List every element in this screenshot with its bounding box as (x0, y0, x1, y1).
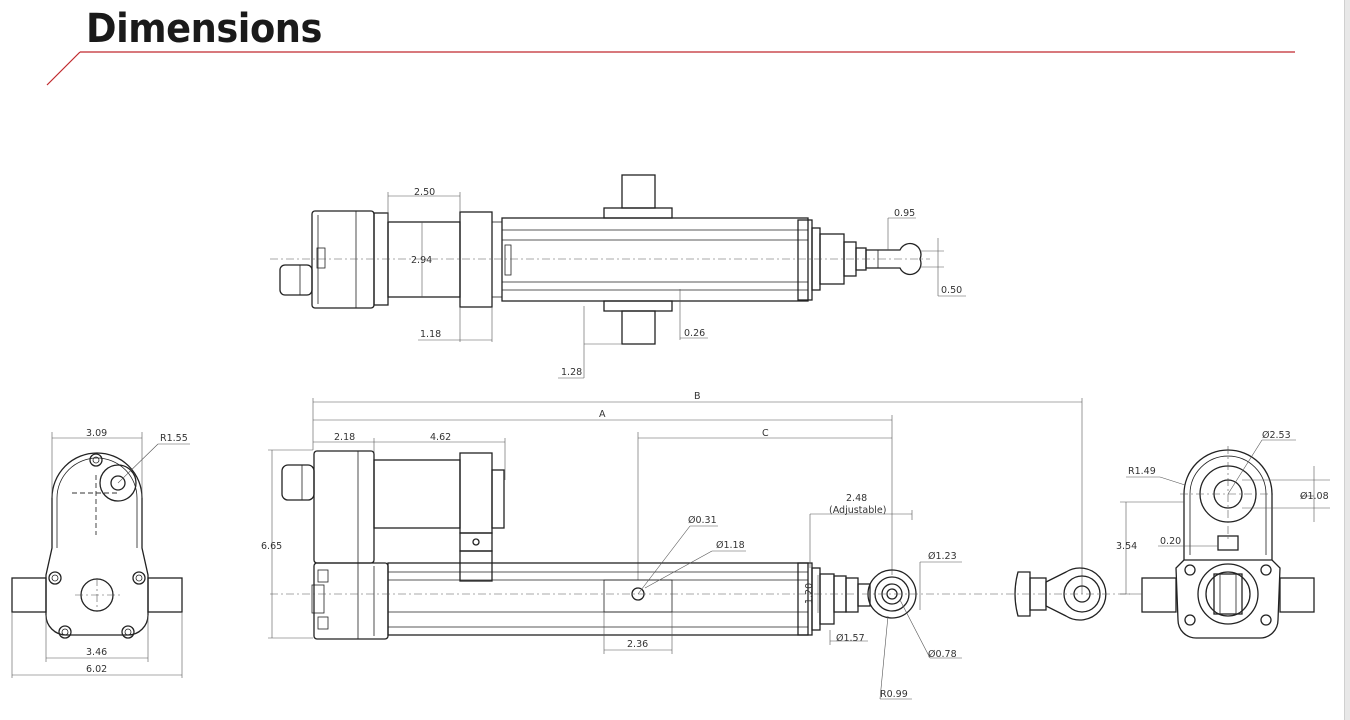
dim-3-46: 3.46 (86, 647, 107, 658)
dim-a: A (599, 409, 606, 420)
dim-phi-1-23: Ø1.23 (928, 551, 957, 562)
dim-2-18: 2.18 (334, 432, 355, 443)
dim-phi-0-78: Ø0.78 (928, 649, 957, 660)
dim-2-48: 2.48 (846, 493, 867, 504)
dim-1-20: 1.20 (804, 583, 815, 604)
side-view: B A C 2.18 4.62 6.65 Ø0.31 Ø1.18 2.48 (A… (261, 391, 1130, 700)
dim-adjustable: (Adjustable) (829, 505, 886, 516)
dim-0-95: 0.95 (894, 208, 915, 219)
dim-0-20: 0.20 (1160, 536, 1181, 547)
end-view-left: 3.09 R1.55 3.46 6.02 (11, 428, 190, 678)
header-rule (46, 51, 1295, 86)
dim-phi-0-31: Ø0.31 (688, 515, 717, 526)
dim-2-36: 2.36 (627, 639, 648, 650)
page-title: Dimensions (86, 6, 322, 52)
dim-0-26: 0.26 (684, 328, 705, 339)
dim-3-09: 3.09 (86, 428, 107, 439)
top-view: 2.50 2.94 1.18 1.28 0.26 0.95 0.50 (270, 174, 966, 379)
dim-r1-49: R1.49 (1128, 466, 1156, 477)
dim-2-94: 2.94 (411, 255, 432, 266)
dim-2-50: 2.50 (414, 187, 435, 198)
dim-1-28: 1.28 (561, 367, 582, 378)
dim-r0-99: R0.99 (880, 689, 908, 700)
dim-phi-2-53: Ø2.53 (1262, 430, 1291, 441)
dim-phi-1-57: Ø1.57 (836, 633, 865, 644)
dim-0-50: 0.50 (941, 285, 962, 296)
dim-r1-55: R1.55 (160, 433, 188, 444)
end-view-right: Ø2.53 R1.49 Ø1.08 3.54 0.20 (1116, 430, 1330, 639)
dim-3-54: 3.54 (1116, 541, 1137, 552)
dim-4-62: 4.62 (430, 432, 451, 443)
dim-1-18: 1.18 (420, 329, 441, 340)
dim-phi-1-08: Ø1.08 (1300, 491, 1329, 502)
dim-6-02: 6.02 (86, 664, 107, 675)
dim-b: B (694, 391, 701, 402)
dim-c: C (762, 428, 769, 439)
scrollbar[interactable] (1344, 0, 1350, 720)
dim-phi-1-18: Ø1.18 (716, 540, 745, 551)
dim-6-65: 6.65 (261, 541, 282, 552)
